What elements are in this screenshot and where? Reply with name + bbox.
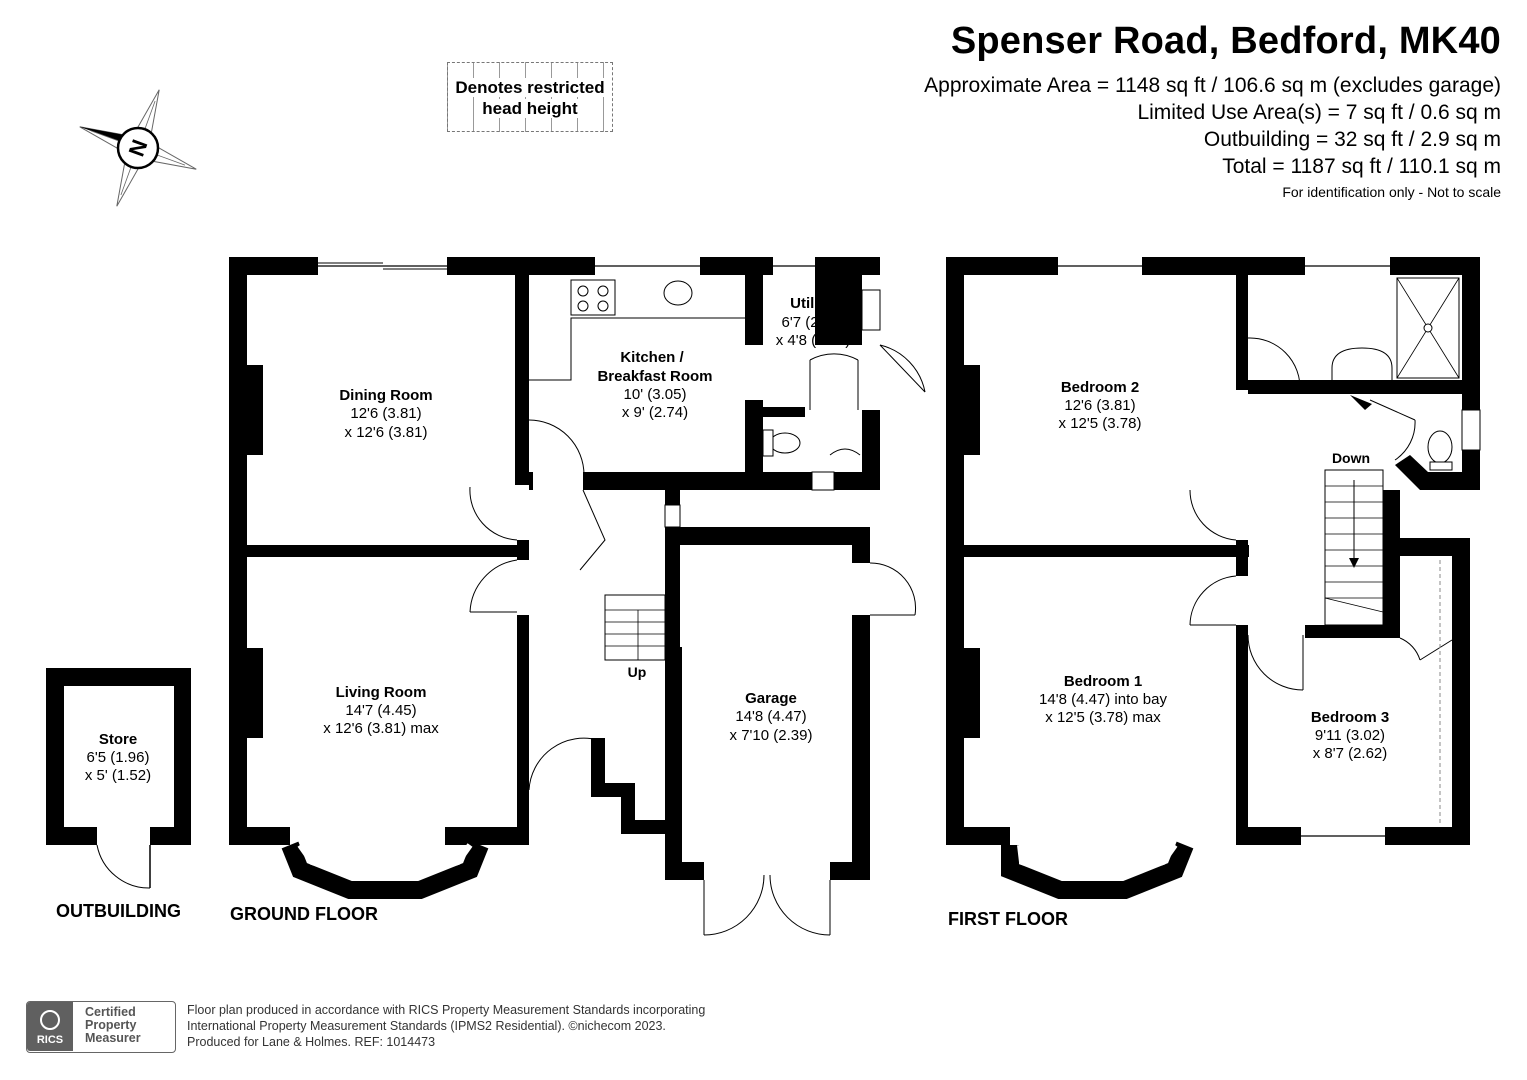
garage-dim1: 14'8 (4.47) (735, 708, 806, 725)
bedroom-2-dim2: x 12'5 (3.78) (1059, 415, 1142, 432)
living-room-dim1: 14'7 (4.45) (345, 702, 416, 719)
total-area: Total = 1187 sq ft / 110.1 sq m (1222, 155, 1501, 178)
first-floor-plan (946, 257, 1481, 899)
kitchen-dim1: 10' (3.05) (624, 386, 687, 403)
ground-floor-label: GROUND FLOOR (230, 904, 378, 924)
store-name: Store (99, 731, 137, 748)
bedroom-1-name: Bedroom 1 (1064, 673, 1142, 690)
first-floor-label: FIRST FLOOR (948, 909, 1068, 929)
stairs-down-label: Down (1332, 450, 1370, 466)
bedroom-3-name: Bedroom 3 (1311, 709, 1389, 726)
identification-note: For identification only - Not to scale (1282, 184, 1501, 200)
living-room-dim2: x 12'6 (3.81) max (323, 720, 439, 737)
footer-line-3: Produced for Lane & Holmes. REF: 1014473 (187, 1035, 436, 1049)
ground-floor-plan (229, 257, 926, 936)
garage-dim2: x 7'10 (2.39) (730, 727, 813, 744)
dining-room-dim2: x 12'6 (3.81) (345, 424, 428, 441)
kitchen-name-2: Breakfast Room (597, 368, 712, 385)
bedroom-2-name: Bedroom 2 (1061, 379, 1139, 396)
outbuilding-label: OUTBUILDING (56, 901, 181, 921)
garage-name: Garage (745, 690, 797, 707)
kitchen-name: Kitchen / (620, 349, 684, 366)
restricted-height-legend-box (447, 62, 613, 132)
dining-room-dim1: 12'6 (3.81) (350, 405, 421, 422)
bedroom-3-dim1: 9'11 (3.02) (1315, 727, 1385, 744)
stairs-up-label: Up (628, 664, 647, 680)
limited-use-area: Limited Use Area(s) = 7 sq ft / 0.6 sq m (1137, 101, 1501, 124)
rics-emblem-icon (40, 1010, 60, 1030)
bedroom-1-dim2: x 12'5 (3.78) max (1045, 709, 1161, 726)
footer-text: Floor plan produced in accordance with R… (187, 1002, 705, 1050)
dining-room-name: Dining Room (339, 387, 432, 404)
bedroom-2-dim1: 12'6 (3.81) (1064, 397, 1135, 414)
footer-line-1: Floor plan produced in accordance with R… (187, 1003, 706, 1017)
legend-line-1: Denotes restricted (453, 78, 607, 97)
rics-badge-text: RICS (36, 1034, 64, 1046)
bedroom-3-dim2: x 8'7 (2.62) (1313, 745, 1388, 762)
store-dim2: x 5' (1.52) (85, 767, 151, 784)
approximate-area: Approximate Area = 1148 sq ft / 106.6 sq… (924, 74, 1501, 97)
rics-words: Certified Property Measurer (73, 1002, 141, 1052)
rics-badge: RICS (27, 1002, 73, 1051)
utility-dim2: x 4'8 (1.42) (776, 332, 851, 349)
living-room-name: Living Room (336, 684, 427, 701)
utility-name: Utility (790, 295, 832, 312)
utility-dim1: 6'7 (2.01) (782, 314, 845, 331)
store-dim1: 6'5 (1.96) (87, 749, 150, 766)
legend-line-2: head height (480, 99, 580, 118)
bedroom-1-dim1: 14'8 (4.47) into bay (1039, 691, 1167, 708)
restricted-height-legend-text: Denotes restricted head height (447, 77, 613, 119)
kitchen-dim2: x 9' (2.74) (622, 404, 688, 421)
compass-rose-icon: N (79, 89, 197, 207)
rics-word-3: Measurer (85, 1031, 141, 1045)
outbuilding-area: Outbuilding = 32 sq ft / 2.9 sq m (1203, 128, 1501, 151)
rics-word-2: Property (85, 1018, 137, 1032)
footer-line-2: International Property Measurement Stand… (187, 1019, 666, 1033)
property-title: Spenser Road, Bedford, MK40 (950, 20, 1501, 62)
rics-word-1: Certified (85, 1005, 136, 1019)
rics-certified-logo: RICS Certified Property Measurer (26, 1001, 176, 1053)
outbuilding-plan (46, 668, 191, 889)
